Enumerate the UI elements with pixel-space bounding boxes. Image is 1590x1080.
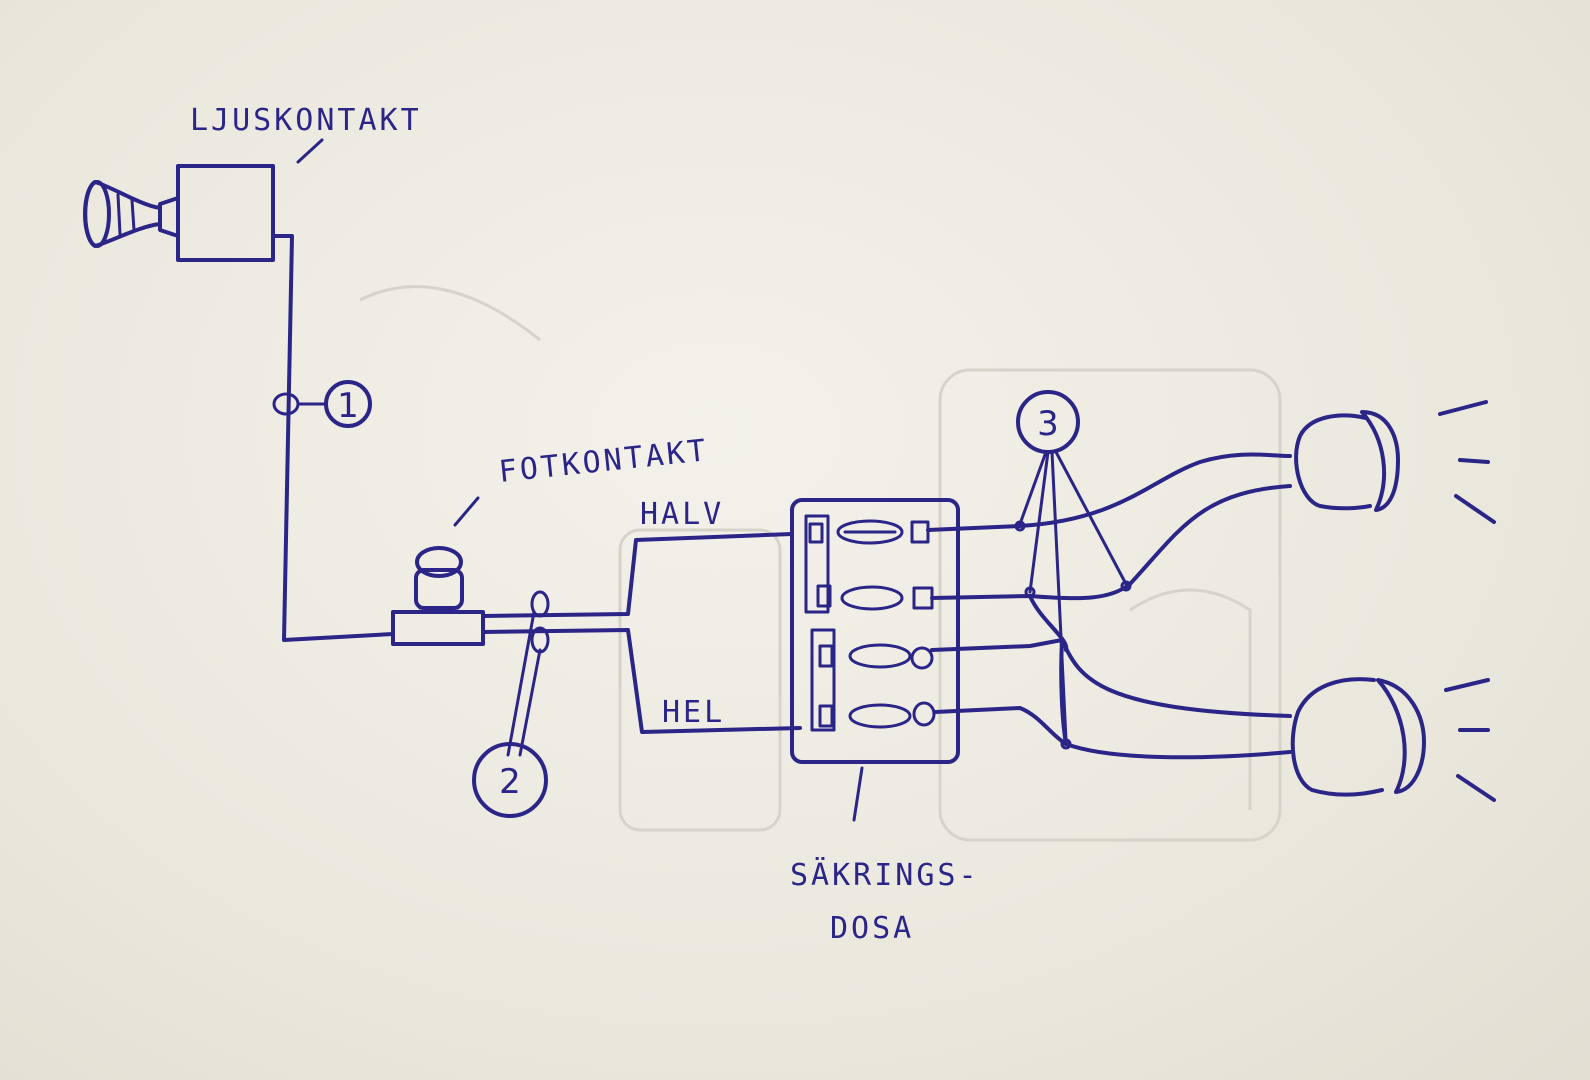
headlight-bottom-lens bbox=[1376, 678, 1426, 794]
wire-top-right-lamp bbox=[930, 484, 1292, 601]
headlight-top bbox=[1294, 400, 1496, 524]
light-ray bbox=[1454, 494, 1496, 524]
fuse-box bbox=[790, 498, 960, 822]
foot-switch bbox=[391, 496, 485, 646]
ghost-impressions bbox=[359, 285, 1282, 842]
fuse-box-housing bbox=[790, 498, 960, 764]
main-feed-wire bbox=[271, 234, 395, 642]
low-beam-wire bbox=[481, 532, 794, 618]
fuse-holder-bottom bbox=[810, 628, 836, 732]
wire-bottom-right-lamp bbox=[933, 706, 1292, 760]
light-ray bbox=[1458, 458, 1490, 464]
fuse-box-label-line1: SÄKRINGS- bbox=[790, 857, 980, 893]
fuse-box-leader bbox=[852, 766, 864, 822]
connector-3: 3 bbox=[1014, 390, 1132, 750]
wire-top-left-lamp bbox=[926, 452, 1292, 532]
light-switch-knob bbox=[83, 180, 180, 248]
connector-2: 2 bbox=[472, 590, 550, 818]
headlight-bottom-housing bbox=[1290, 677, 1384, 797]
light-ray bbox=[1444, 678, 1490, 692]
foot-switch-leader bbox=[453, 496, 480, 527]
light-switch bbox=[83, 138, 324, 262]
low-beam-label: HALV bbox=[640, 497, 724, 532]
marker-3-label: 3 bbox=[1037, 404, 1059, 444]
light-switch-leader bbox=[296, 138, 324, 164]
marker-1-label: 1 bbox=[337, 386, 359, 426]
marker-1-circle bbox=[324, 380, 372, 428]
foot-switch-button bbox=[415, 546, 463, 578]
connector-1: 1 bbox=[272, 380, 372, 428]
fuse-box-label-line2: DOSA bbox=[830, 911, 914, 946]
fuse-row-1 bbox=[808, 519, 930, 545]
light-ray bbox=[1438, 400, 1488, 416]
high-beam-label: HEL bbox=[662, 695, 725, 730]
fuse-row-4 bbox=[818, 701, 936, 729]
foot-switch-label: FOTKONTAKT bbox=[497, 433, 710, 490]
fuse-row-2 bbox=[816, 584, 934, 611]
fuse-holder-top bbox=[804, 514, 830, 614]
light-ray bbox=[1456, 774, 1496, 802]
light-switch-body bbox=[176, 164, 275, 262]
wire-bottom-left-lamp bbox=[930, 638, 1292, 718]
fuse-row-3 bbox=[818, 643, 934, 670]
wire-crossover-a bbox=[1028, 594, 1069, 652]
marker-2-label: 2 bbox=[499, 762, 521, 802]
output-wires bbox=[926, 452, 1292, 760]
light-switch-label: LJUSKONTAKT bbox=[190, 103, 422, 138]
marker-2-circle bbox=[472, 742, 548, 818]
high-beam-wire bbox=[481, 628, 802, 734]
headlight-top-housing bbox=[1294, 413, 1372, 511]
headlight-bottom bbox=[1290, 677, 1496, 802]
foot-switch-base bbox=[391, 610, 485, 646]
headlight-top-lens bbox=[1360, 410, 1400, 512]
